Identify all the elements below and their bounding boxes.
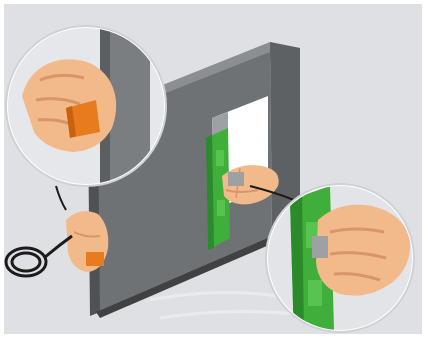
illustration-scene [0,0,425,338]
illustration-svg [0,0,425,338]
